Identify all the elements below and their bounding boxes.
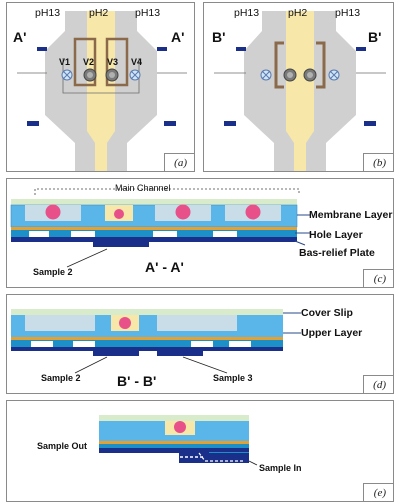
panel-tag-box xyxy=(363,375,393,393)
valve-v4-label: V4 xyxy=(131,57,143,67)
valve-left-icon xyxy=(260,69,272,81)
bas-relief-label: Bas-relief Plate xyxy=(299,247,375,259)
section-title: A' - A' xyxy=(145,259,184,275)
panel-a: pH13 pH2 pH13 A' A' V1 V2 V3 V4 (a) xyxy=(6,2,195,172)
panel-tag: (d) xyxy=(373,379,386,391)
sample-in-label: Sample In xyxy=(259,463,302,473)
valve-v4-icon xyxy=(129,69,141,81)
panel-b-chip-drawing xyxy=(214,11,386,171)
panel-d: Cover Slip Upper Layer Sample 2 Sample 3… xyxy=(6,294,394,394)
valve-center-left-icon xyxy=(283,68,297,82)
section-marker-left: B' xyxy=(212,29,226,45)
sample-out-label: Sample Out xyxy=(37,441,88,451)
hole-layer-label: Hole Layer xyxy=(309,229,363,241)
section-marker-left: A' xyxy=(13,29,27,45)
valve-v1-icon xyxy=(61,69,73,81)
main-channel-label: Main Channel xyxy=(115,183,171,193)
valve-v3-label: V3 xyxy=(107,57,119,67)
panel-e-flow-section xyxy=(99,415,258,466)
section-title: B' - B' xyxy=(117,373,157,389)
panel-tag-box xyxy=(164,153,194,171)
section-marker-right: B' xyxy=(368,29,382,45)
channel-label-center: pH2 xyxy=(288,7,308,19)
channel-label-right: pH13 xyxy=(335,7,361,19)
panel-c: Main Channel Membrane Layer Hole Layer B… xyxy=(6,178,394,288)
panel-tag-box xyxy=(363,153,393,171)
panel-tag: (a) xyxy=(174,157,187,169)
valve-v3-icon xyxy=(105,68,119,82)
panel-tag-box xyxy=(363,483,393,501)
sample-3-label: Sample 3 xyxy=(213,373,253,383)
valve-right-icon xyxy=(328,69,340,81)
sample-2-label: Sample 2 xyxy=(33,267,73,277)
channel-label-center: pH2 xyxy=(89,7,109,19)
cover-slip-label: Cover Slip xyxy=(301,307,353,319)
upper-layer-label: Upper Layer xyxy=(301,327,363,339)
section-marker-right: A' xyxy=(171,29,185,45)
panel-tag-box xyxy=(363,269,393,287)
valve-v1-label: V1 xyxy=(59,57,71,67)
panel-a-chip-drawing xyxy=(17,11,187,171)
channel-label-left: pH13 xyxy=(234,7,260,19)
panel-tag: (e) xyxy=(373,487,386,499)
membrane-layer-label: Membrane Layer xyxy=(309,209,393,221)
panel-c-cross-section xyxy=(10,188,311,268)
panel-b: pH13 pH2 pH13 B' B' (b) xyxy=(203,2,394,172)
valve-v2-icon xyxy=(83,68,97,82)
panel-tag: (b) xyxy=(373,157,386,169)
channel-label-left: pH13 xyxy=(35,7,61,19)
valve-center-right-icon xyxy=(303,68,317,82)
panel-e: Sample Out Sample In (e) xyxy=(6,400,394,502)
panel-d-cross-section xyxy=(11,309,301,374)
sample-2-label: Sample 2 xyxy=(41,373,81,383)
valve-v2-label: V2 xyxy=(83,57,95,67)
panel-tag: (c) xyxy=(373,273,386,285)
channel-label-right: pH13 xyxy=(135,7,161,19)
